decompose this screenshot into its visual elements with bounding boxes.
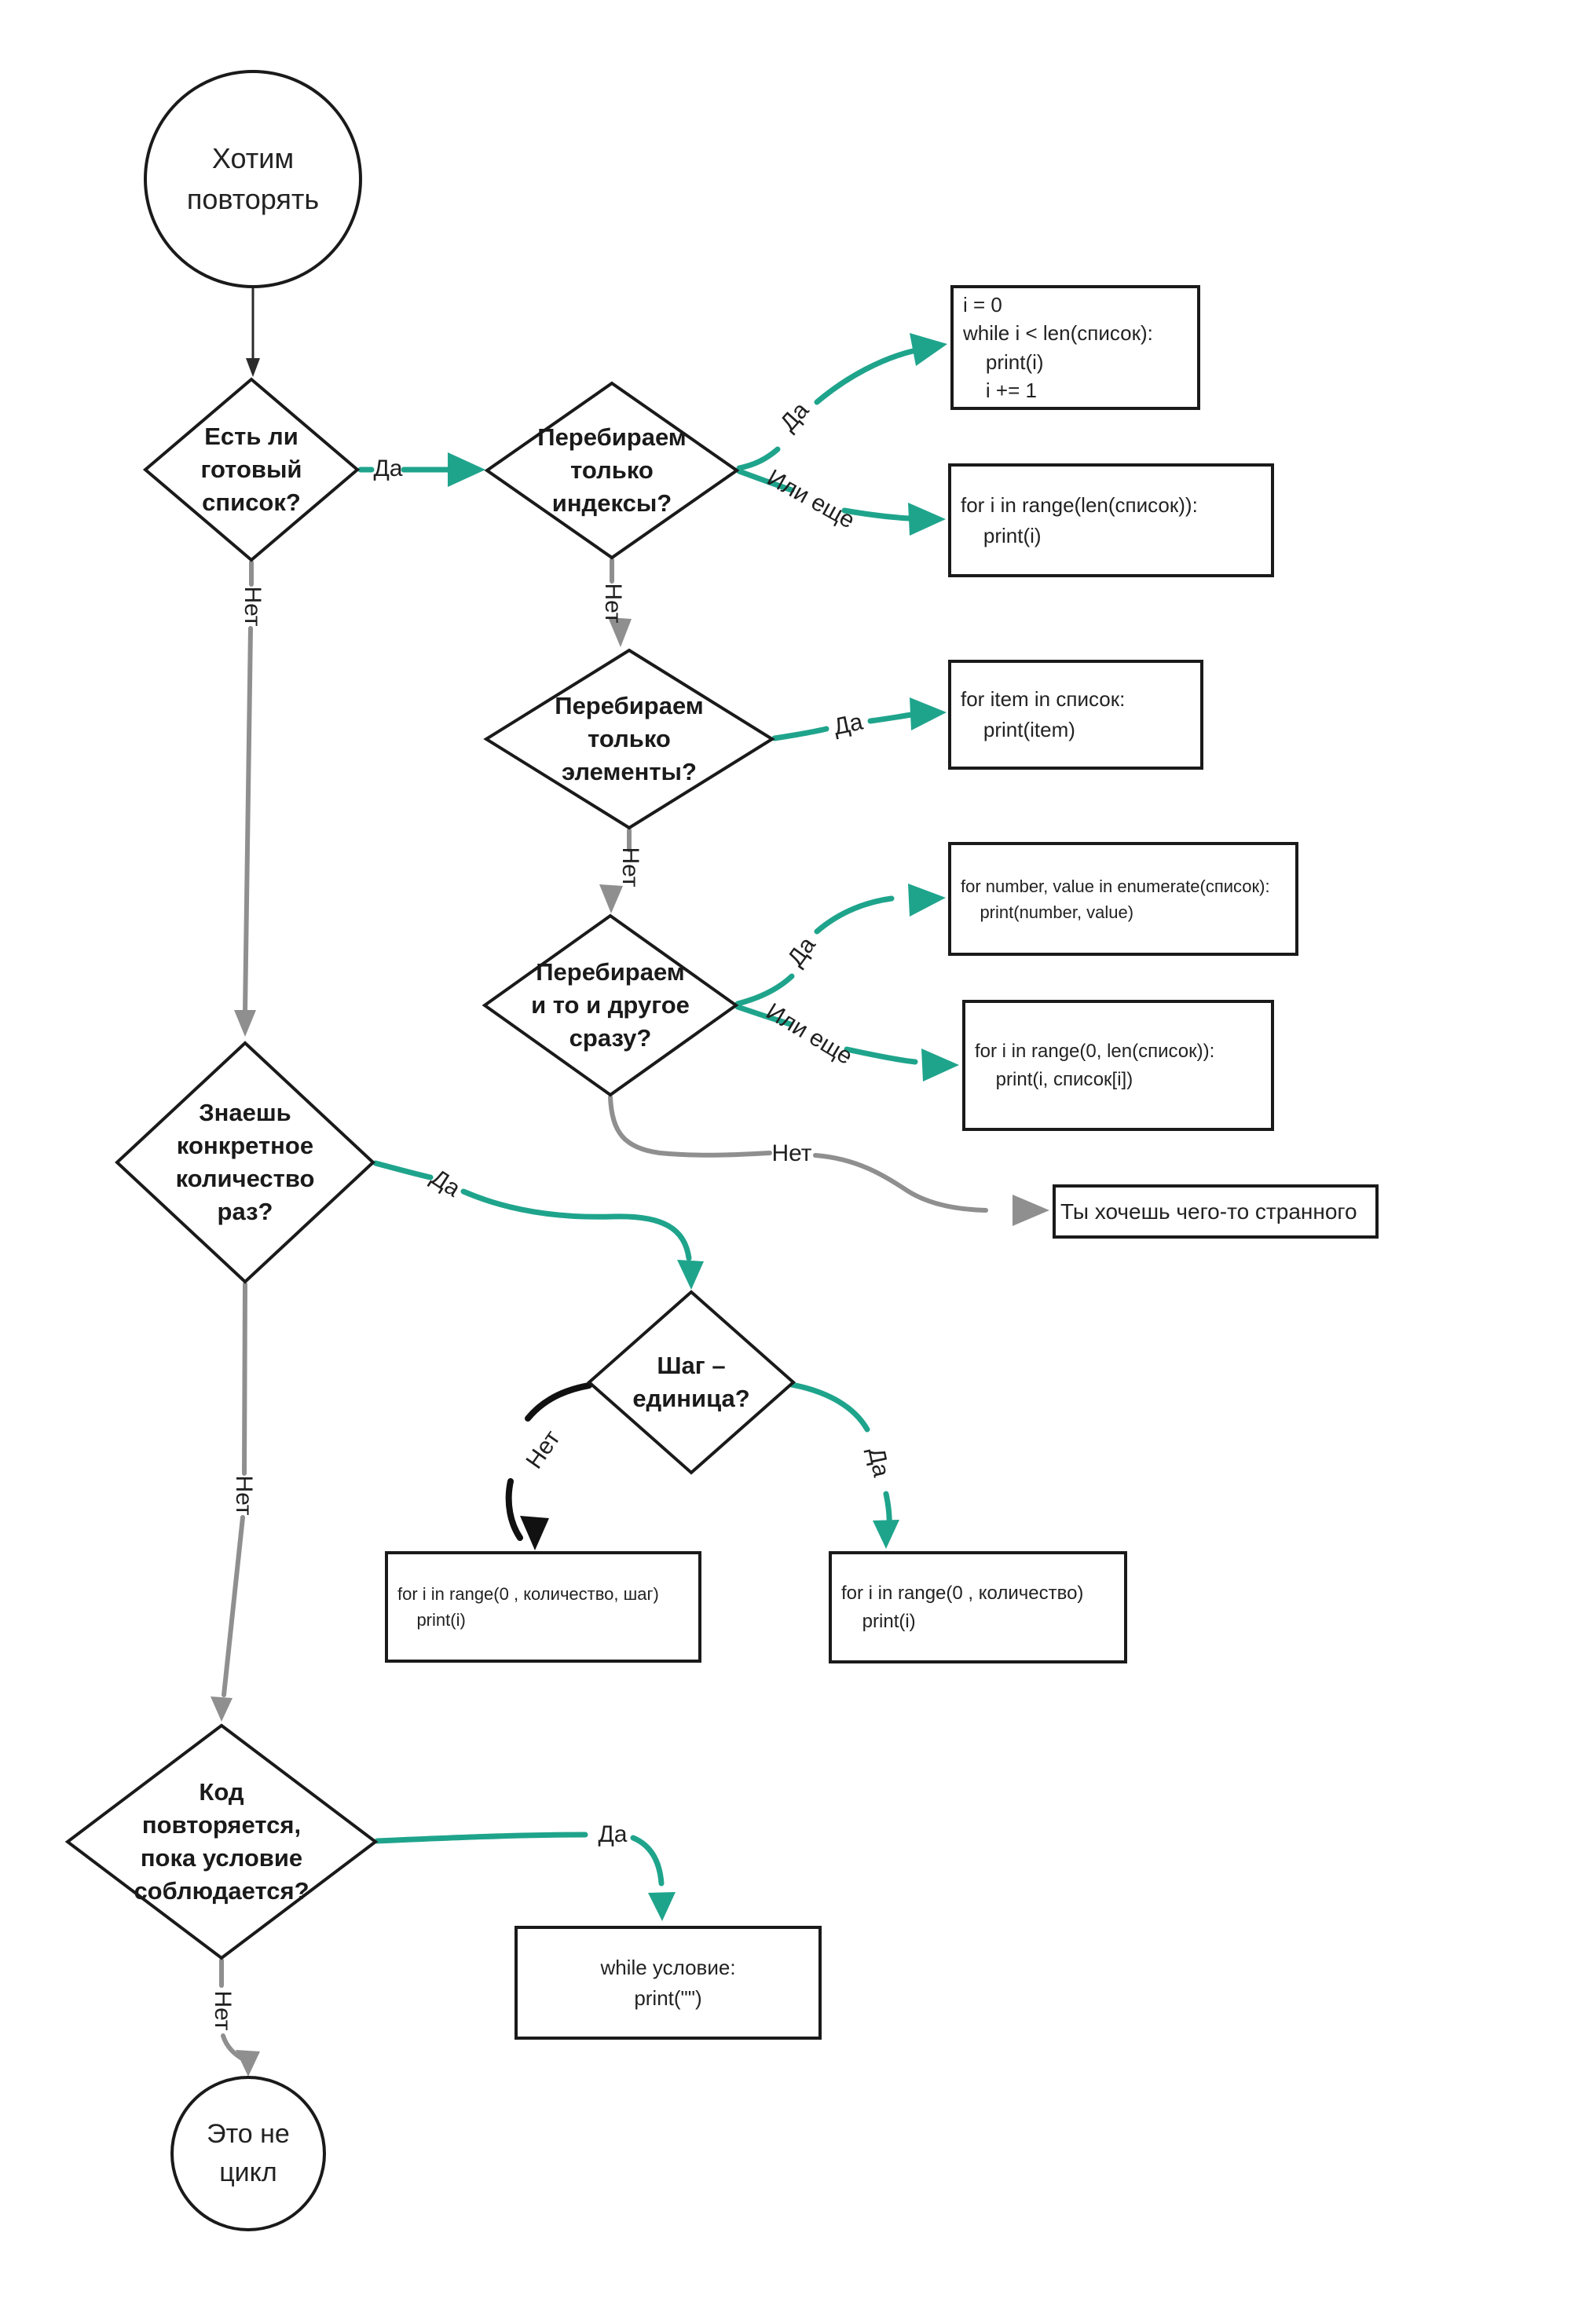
code-box-for-range-index: for i in range(0, len(список)): print(i,…: [962, 1000, 1274, 1131]
iterate-elements-label: Перебираем только элементы?: [555, 692, 704, 785]
edge-label-yes-13: Да: [862, 1445, 895, 1480]
edge-yes-elements-to-for-item: [771, 697, 947, 741]
diamond-known-count: [115, 1041, 375, 1284]
diamond-step-is-one: [586, 1290, 796, 1475]
edge-label-no-15: Нет: [210, 1990, 236, 2031]
edge-yes-count-to-step: [372, 1160, 704, 1290]
has-ready-list-label: Есть ли готовый список?: [200, 423, 302, 516]
code-box-for-range-count: for i in range(0 , количество) print(i): [829, 1551, 1127, 1663]
step-is-one-label: Шаг – единица?: [632, 1352, 750, 1412]
code-box-for-enumerate: for number, value in enumerate(список): …: [948, 842, 1298, 956]
box-strange-wish: Ты хочешь чего-то странного: [1053, 1184, 1379, 1239]
diamond-repeat-while-condition: [64, 1723, 379, 1960]
diamond-iterate-elements: [483, 648, 775, 830]
edge-alt-both-to-range-index: [734, 1004, 959, 1081]
edge-start-to-has-ready-list: [246, 288, 260, 377]
code-box-for-range-len: for i in range(len(список)): print(i): [948, 463, 1274, 577]
known-count-label: Знаешь конкретное количество раз?: [175, 1099, 315, 1225]
code-box-for-range-step: for i in range(0 , количество, шаг) prin…: [385, 1551, 701, 1663]
edge-yes-both-to-enumerate: [734, 884, 946, 1007]
edge-no-count-to-while-question: [211, 1282, 247, 1722]
edge-label-no-4: Нет: [600, 583, 626, 624]
edge-yes-while-question-to-while: [374, 1832, 676, 1921]
repeat-while-condition-label: Код повторяется, пока условие соблюдаетс…: [134, 1778, 309, 1905]
edge-no-both-to-strange: [608, 1095, 1049, 1226]
code-box-while-index: i = 0 while i < len(список): print(i) i …: [950, 285, 1200, 410]
edge-label-no-9: Нет: [771, 1140, 812, 1166]
iterate-indexes-label: Перебираем только индексы?: [537, 423, 687, 517]
edge-yes-indexes-to-while: [736, 333, 947, 471]
edge-alt-indexes-to-range-len: [736, 468, 946, 536]
diamond-iterate-both: [482, 913, 739, 1097]
edge-no-indexes-to-elements: [608, 558, 632, 647]
edge-yes-list-to-indexes: [357, 452, 485, 487]
code-box-for-item: for item in список: print(item): [948, 660, 1203, 770]
iterate-both-label: Перебираем и то и другое сразу?: [531, 958, 690, 1052]
end-circle-shape: [170, 2076, 326, 2231]
edge-no-while-question-to-end: [219, 1958, 260, 2077]
start-node-label: Хотим повторять: [186, 141, 320, 215]
edge-label-yes-0: Да: [373, 456, 403, 481]
edge-no-list-to-count: [234, 560, 256, 1037]
edge-yes-step-to-range-count: [789, 1382, 899, 1549]
diamond-iterate-indexes: [484, 381, 740, 560]
edge-label-no-6: Нет: [617, 847, 643, 888]
edge-label-yes-14: Да: [598, 1821, 628, 1847]
edge-label-no-11: Нет: [231, 1475, 257, 1516]
edge-label-no-1: Нет: [240, 586, 265, 627]
start-circle-shape: [144, 70, 362, 288]
edge-no-elements-to-both: [599, 828, 632, 913]
diamond-has-ready-list: [142, 377, 361, 562]
end-node-label: Это не цикл: [207, 2118, 290, 2187]
edge-no-step-to-range-step: [505, 1382, 592, 1550]
code-box-while-condition: while условие: print(""): [515, 1926, 822, 2040]
